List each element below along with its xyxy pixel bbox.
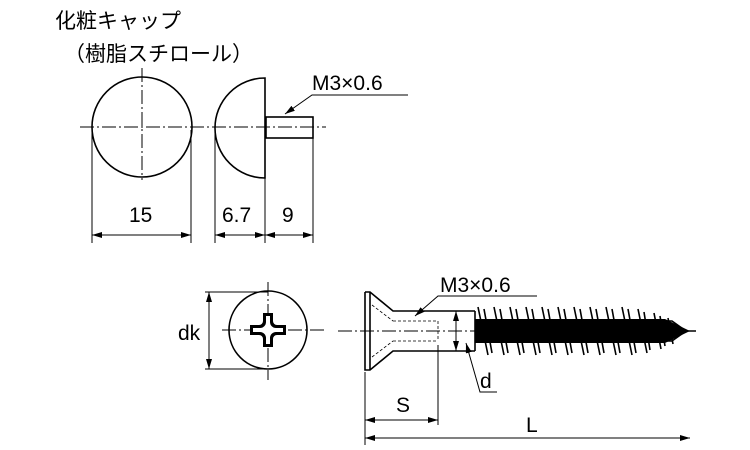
dim-head-dk: dk bbox=[178, 322, 201, 345]
screw-thread-leader bbox=[414, 295, 537, 317]
cap-material: （樹脂スチロール） bbox=[64, 42, 253, 66]
screw-side-view bbox=[338, 291, 696, 371]
cap-title: 化粧キャップ bbox=[55, 9, 181, 33]
dim-s: S bbox=[396, 394, 410, 417]
cap-thread-label: M3×0.6 bbox=[312, 72, 383, 95]
dim-l: L bbox=[526, 414, 538, 437]
cap-side-view bbox=[214, 77, 314, 179]
screw-length-dimensions bbox=[364, 345, 690, 445]
dim-stud-9: 9 bbox=[282, 204, 294, 227]
screw-head-top-view bbox=[205, 282, 325, 380]
dim-height-6-7: 6.7 bbox=[222, 204, 251, 227]
d-leader bbox=[465, 342, 497, 393]
screw-thread-label: M3×0.6 bbox=[440, 274, 511, 297]
dim-diameter-15: 15 bbox=[129, 204, 152, 227]
cap-thread-leader bbox=[284, 94, 408, 115]
cap-front-view bbox=[80, 68, 326, 180]
dim-d: d bbox=[480, 370, 492, 393]
cap-dimensions bbox=[91, 130, 314, 243]
